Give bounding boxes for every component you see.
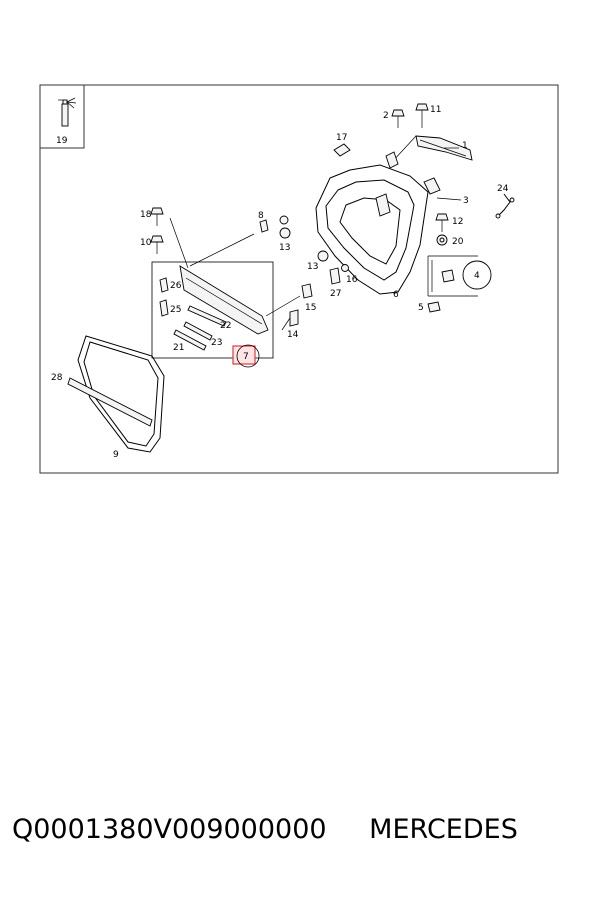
spray-can-legend: 19 [39,84,85,149]
bolt-2 [391,109,405,128]
part-15 [301,283,313,299]
part-code: Q0001380V009000000 [12,814,327,845]
callout-9: 9 [113,450,119,460]
strip-28 [67,377,153,427]
callout-28: 28 [51,373,63,383]
brand-name: MERCEDES [369,814,518,845]
washer-16 [341,264,349,272]
callout-27: 27 [330,289,341,299]
callout-13b: 13 [307,262,318,272]
callout-14: 14 [287,330,299,340]
callout-24: 24 [497,184,509,194]
callout-21: 21 [173,343,184,353]
callout-8: 8 [258,211,264,221]
callout-25: 25 [170,305,181,315]
part-caption: Q0001380V009000000 MERCEDES [12,814,592,845]
callout-13a: 13 [279,243,290,253]
callout-11: 11 [430,105,441,115]
part-21 [173,329,207,351]
callout-15: 15 [305,303,316,313]
bolt-18 [150,207,164,226]
callout-20: 20 [452,237,464,247]
detail-4 [427,255,492,297]
part-17 [333,143,351,157]
callout-6: 6 [393,290,399,300]
callout-16: 16 [346,275,358,285]
part-27 [329,267,341,285]
callout-7: 7 [243,352,249,362]
part-8 [259,219,269,233]
callout-22: 22 [220,321,231,331]
callout-4: 4 [474,271,480,281]
callout-10: 10 [140,238,152,248]
callout-17: 17 [336,133,347,143]
part-23 [183,321,213,341]
callout-19: 19 [56,136,68,146]
part-26 [159,277,169,293]
highlight-callout-7[interactable]: 7 [232,344,260,368]
bolt-12 [435,213,449,232]
clip-13 [317,250,329,262]
callout-18: 18 [140,210,152,220]
cable-24 [497,193,511,217]
callout-26: 26 [170,281,182,291]
part-14 [289,309,299,327]
window-seal [77,335,165,453]
washer-20 [436,234,448,246]
callout-2: 2 [383,111,389,121]
part-25 [159,299,169,317]
bolt-11 [415,103,429,128]
callout-12: 12 [452,217,463,227]
callout-3: 3 [463,196,469,206]
trim-group-box [151,261,274,359]
tailgate-inner-panel [315,164,429,295]
part-5 [427,301,441,313]
callout-5: 5 [418,303,424,313]
trim-strip [169,217,301,335]
bolt-10 [150,235,164,254]
callout-1: 1 [462,141,468,151]
callout-23: 23 [211,338,222,348]
part-22 [187,305,227,327]
